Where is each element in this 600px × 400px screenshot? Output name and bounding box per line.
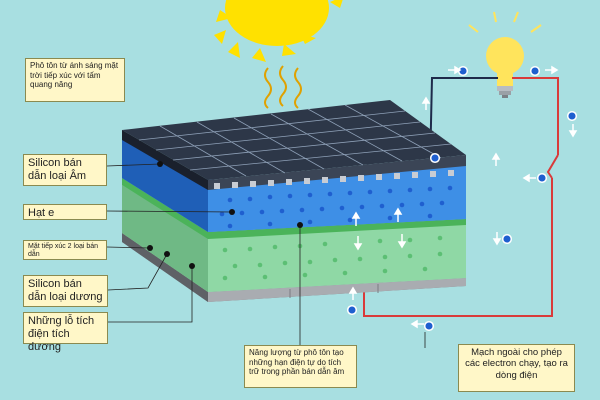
label-electron: Hạt e <box>23 204 107 220</box>
leader-lines <box>106 163 426 348</box>
label-p-type: Silicon bán dẫn loại dương <box>23 275 108 307</box>
label-energy: Năng lượng từ phô tôn tạo những hạn điện… <box>244 345 357 388</box>
heat-waves-icon <box>264 65 302 109</box>
sun-icon <box>214 0 343 62</box>
solar-panel-icon <box>122 100 466 190</box>
label-junction: Mặt tiếp xúc 2 loại bán dẫn <box>23 240 107 260</box>
electron-icon <box>423 320 435 332</box>
label-n-type: Silicon bán dẫn loại Âm <box>23 154 107 186</box>
n-layer-electrons <box>219 185 453 229</box>
electron-icon <box>501 233 513 245</box>
label-holes: Những lỗ tích điện tích dương <box>23 312 108 353</box>
light-bulb-icon <box>468 11 542 98</box>
electron-icon <box>457 65 469 77</box>
circuit-arrows <box>348 65 578 329</box>
solar-cell-block <box>122 100 466 302</box>
label-photon: Phô tôn từ ánh sáng mặt trời tiếp xúc vớ… <box>25 58 125 102</box>
electron-icon <box>536 172 548 184</box>
circuit-electrons <box>346 65 578 332</box>
electron-icon <box>346 304 358 316</box>
electron-icon <box>429 152 441 164</box>
junction-layer <box>122 178 466 239</box>
leader-dots <box>147 161 303 269</box>
label-circuit: Mạch ngoài cho phép các electron chạy, t… <box>458 344 575 392</box>
p-layer-holes <box>222 235 443 281</box>
electron-icon <box>529 65 541 77</box>
arrow-icon <box>351 207 407 251</box>
electron-icon <box>566 110 578 122</box>
